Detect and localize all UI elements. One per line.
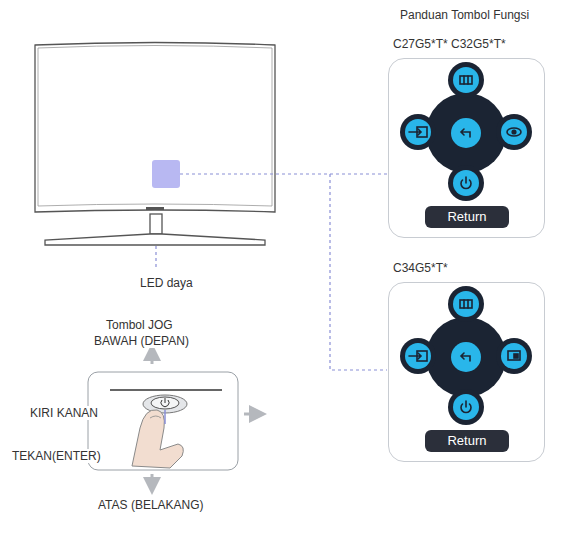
jog-location: [152, 160, 180, 188]
function-guide-panel: C34G5*T*Return: [388, 282, 545, 462]
function-guide-1: [400, 62, 532, 201]
monitor: [35, 43, 275, 246]
button-label: Return: [447, 209, 486, 225]
part-label: TEKAN(ENTER): [10, 449, 103, 463]
part-label: LED daya: [138, 276, 195, 290]
model-heading: C34G5*T*: [393, 261, 448, 275]
function-guide-panel: C27G5*T* C32G5*T*Return: [388, 58, 545, 238]
model-heading: C27G5*T* C32G5*T*: [393, 37, 506, 51]
return-button: Return: [425, 206, 509, 228]
part-label: Tombol JOG: [104, 318, 175, 332]
part-label: KIRI KANAN: [28, 406, 100, 420]
button-label: Return: [447, 433, 486, 449]
part-label: BAWAH (DEPAN): [92, 334, 191, 348]
function-guide-2: [400, 286, 532, 425]
return-button: Return: [425, 430, 509, 452]
jog-button: [88, 352, 258, 486]
part-label: ATAS (BELAKANG): [96, 498, 206, 512]
guide-title: Panduan Tombol Fungsi: [400, 8, 529, 22]
